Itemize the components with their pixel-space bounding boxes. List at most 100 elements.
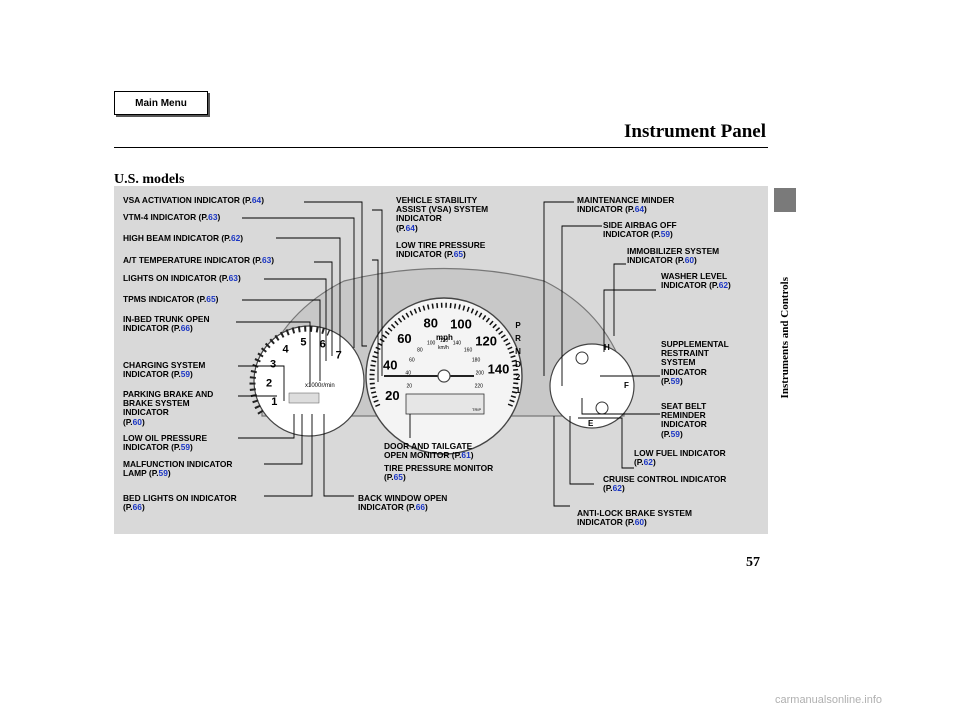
page-reference-link[interactable]: 62 (612, 483, 622, 494)
page-reference-link[interactable]: 59 (670, 375, 680, 386)
title-divider (114, 147, 768, 148)
page-reference-link[interactable]: 65 (206, 294, 216, 304)
page-reference-link[interactable]: 65 (393, 472, 403, 483)
page-reference-link[interactable]: 61 (461, 450, 471, 461)
leader-washer (603, 289, 656, 352)
leader-high-beam (276, 237, 341, 351)
tach-number: 6 (320, 338, 326, 350)
speed-number-kmh: 120 (440, 338, 449, 344)
leader-cruise (569, 416, 594, 485)
leader-back-window (323, 414, 354, 497)
odometer-display (405, 393, 485, 415)
leader-low-fuel (578, 417, 634, 469)
speed-number-mph: 120 (475, 334, 497, 349)
page-reference-link[interactable]: 62 (643, 457, 653, 468)
speed-unit: mph (436, 333, 453, 342)
page-reference-link[interactable]: 66 (132, 502, 142, 513)
speed-number-mph: 100 (450, 317, 472, 332)
page-reference-link[interactable]: 64 (405, 222, 415, 233)
leader-low-oil (238, 414, 295, 439)
page-reference-link[interactable]: 60 (132, 416, 142, 427)
leader-in-bed (236, 321, 311, 386)
page-reference-link[interactable]: 66 (415, 502, 426, 513)
page-reference-link[interactable]: 64 (634, 204, 645, 215)
page-reference-link[interactable]: 59 (180, 442, 191, 453)
leader-bed-lights (264, 414, 313, 497)
speed-number-kmh: 60 (409, 358, 415, 364)
page-reference-link[interactable]: 59 (158, 468, 168, 479)
page-reference-link[interactable]: 64 (251, 195, 262, 205)
chapter-tab-marker (774, 188, 796, 212)
speed-number-mph: 60 (397, 331, 411, 346)
page-reference-link[interactable]: 66 (180, 323, 191, 334)
page-reference-link[interactable]: 63 (208, 212, 218, 222)
page-reference-link[interactable]: 59 (660, 229, 671, 240)
page-reference-link[interactable]: 63 (228, 273, 238, 283)
page-reference-link[interactable]: 63 (261, 255, 272, 265)
callout-tire-monitor: TIRE PRESSURE MONITOR(P.65) (384, 463, 494, 483)
callout-bed-lights: BED LIGHTS ON INDICATOR(P.66) (123, 493, 237, 513)
page-reference-link[interactable]: 62 (230, 233, 241, 243)
section-title: U.S. models (114, 172, 185, 187)
page-reference-link[interactable]: 60 (684, 255, 695, 266)
page-reference-link[interactable]: 62 (718, 280, 729, 291)
page-reference-link[interactable]: 65 (453, 249, 464, 260)
speed-number-kmh: 160 (464, 347, 473, 353)
gear-position: N (515, 347, 521, 356)
leader-immobilizer (613, 263, 626, 336)
speed-number-kmh: 220 (475, 383, 484, 389)
leader-seat-belt (581, 398, 660, 415)
speed-number-mph: 40 (383, 358, 397, 373)
speed-number-mph: 140 (488, 361, 510, 376)
callout-high-beam: HIGH BEAM INDICATOR (P.62) (123, 233, 244, 243)
page-reference-link[interactable]: 59 (180, 369, 191, 380)
callout-vtm4: VTM-4 INDICATOR (P.63) (123, 212, 221, 222)
tach-number: 3 (270, 358, 276, 370)
page-reference-link[interactable]: 59 (670, 428, 680, 439)
page-reference-link[interactable]: 60 (634, 517, 645, 528)
needle-hub (437, 369, 451, 383)
gear-position: R (515, 334, 521, 343)
leader-abs (553, 416, 570, 507)
speed-unit-metric: km/h (438, 345, 449, 351)
leader-vsa-system (372, 209, 383, 376)
leader-charging (238, 365, 285, 401)
leader-lines (236, 201, 660, 507)
speed-number-kmh: 80 (417, 347, 423, 353)
speed-number-mph: 80 (423, 316, 437, 331)
callout-vsa-activation: VSA ACTIVATION INDICATOR (P.64) (123, 195, 265, 205)
odometer-label: TRIP (472, 407, 481, 412)
main-menu-button[interactable]: Main Menu (114, 91, 208, 115)
leader-vtm4 (242, 217, 355, 348)
callout-tpms: TPMS INDICATOR (P.65) (123, 294, 219, 304)
chapter-tab[interactable]: Instruments and Controls (774, 248, 796, 428)
speed-number-kmh: 40 (405, 370, 411, 376)
speed-number-kmh: 140 (453, 340, 462, 346)
tach-number: 5 (300, 336, 306, 348)
callout-at-temp: A/T TEMPERATURE INDICATOR (P.63) (123, 255, 275, 265)
temperature-fuel-gauges: H F E (549, 343, 635, 429)
callout-cruise: CRUISE CONTROL INDICATOR(P.62) (603, 474, 727, 494)
speed-number-kmh: 200 (476, 370, 485, 376)
leader-malfunction (264, 414, 303, 465)
speed-number-kmh: 180 (472, 358, 481, 364)
speed-number-kmh: 20 (406, 383, 412, 389)
page-title: Instrument Panel (624, 121, 766, 142)
gear-position: D (515, 360, 521, 369)
